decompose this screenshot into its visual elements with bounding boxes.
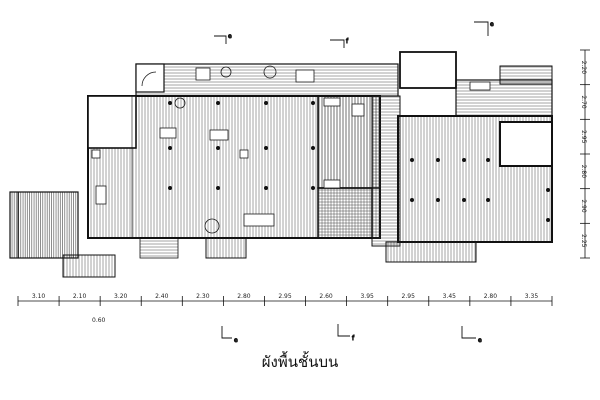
right-pavilion [385,51,553,263]
dim-label: 2.60 [319,293,333,300]
columns [168,101,550,222]
dim-label: 2.80 [580,165,587,179]
dim-label: 2.30 [196,293,210,300]
dim-label: 2.70 [580,95,587,109]
drawing-title: ผังพื้นชั้นบน [261,353,339,371]
section-mark: e [228,33,232,40]
top-veranda [135,63,399,97]
furniture [91,65,491,234]
dim-label: 2.80 [484,293,498,300]
dim-label: 2.40 [155,293,169,300]
left-deck [9,191,116,278]
dim-label: 2.95 [402,293,416,300]
dim-label: 3.10 [32,293,46,300]
dim-label: 3.35 [525,293,539,300]
section-mark: e [234,337,238,344]
dim-label: 3.45 [443,293,457,300]
dim-label: 2.95 [278,293,292,300]
vertical-dimension-line: 2.20 2.70 2.95 2.80 2.90 2.25 [580,49,590,259]
section-mark: e [478,337,482,344]
dim-small: 0.60 [92,317,106,324]
dim-label: 3.20 [114,293,128,300]
main-hall [87,95,381,239]
section-mark: e [490,21,494,28]
stairs [139,237,247,259]
connector [371,95,401,247]
section-mark: f [346,38,349,45]
dim-label: 3.95 [360,293,374,300]
dim-label: 2.80 [237,293,251,300]
dim-label: 2.90 [580,199,587,213]
section-mark: f [352,335,355,342]
dim-label: 2.20 [580,61,587,75]
dim-label: 2.25 [580,234,587,248]
section-markers: e f e e f e [214,21,494,344]
horizontal-dimension-line: 3.10 2.10 3.20 2.40 2.30 2.80 2.95 2.60 3.95 2.95… [17,293,553,324]
dim-label: 2.10 [73,293,87,300]
dim-label: 2.95 [580,130,587,144]
